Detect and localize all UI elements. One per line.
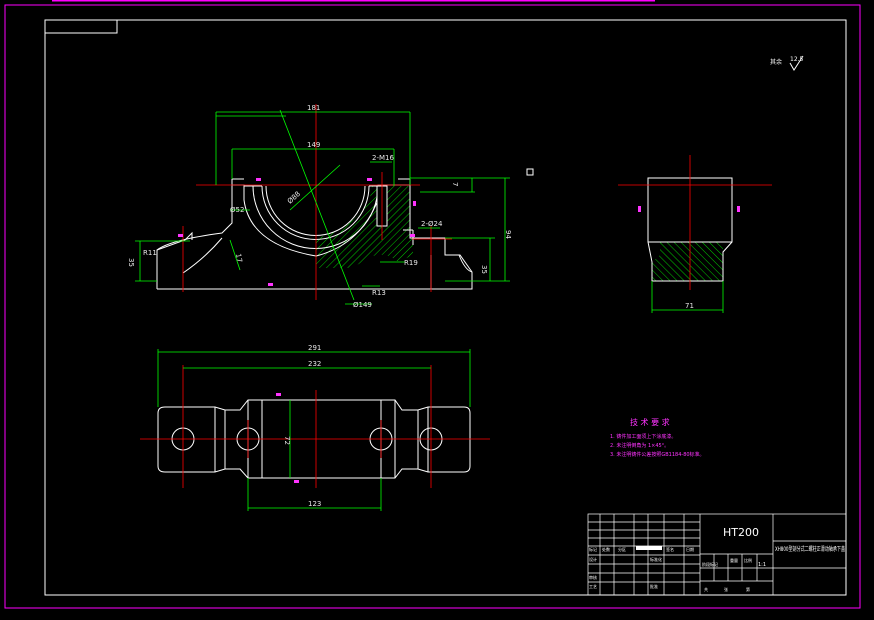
dim-top-overall: 291 <box>308 344 321 352</box>
material-label: HT200 <box>723 526 759 539</box>
dim-thread-side: 2-Ø24 <box>421 220 443 228</box>
roughness-symbol-icon <box>789 55 804 71</box>
roughness-label: 其余 <box>770 58 782 66</box>
notes-title: 技 术 要 求 <box>630 417 670 427</box>
dim-top-center: 72 <box>283 436 291 445</box>
tb-shenhe: 审核 <box>589 574 597 580</box>
dim-top-holes: 232 <box>308 360 321 368</box>
tb-pizhun: 批准 <box>650 583 658 589</box>
tb-di: 第 <box>746 586 750 592</box>
sheet-frame <box>4 0 861 609</box>
dim-total-height: 94 <box>504 230 512 239</box>
tb-qianming: 签名 <box>666 546 674 552</box>
title-block <box>587 513 847 596</box>
tb-gong: 共 <box>704 586 708 592</box>
roughness-value: 12.5 <box>790 56 804 63</box>
note-2: 2. 未注明倒角为 1×45°。 <box>610 442 669 449</box>
drawing-name: XH800型剖分式二螺柱正滑动轴承下盖 <box>775 545 845 553</box>
dim-top-body: 123 <box>308 500 321 508</box>
tb-zhang: 张 <box>724 586 728 592</box>
roughness-note: 其余 12.5 <box>770 55 804 71</box>
tb-gongyi: 工艺 <box>589 584 597 589</box>
dim-right-small: 7 <box>451 182 459 186</box>
dim-inner-width: 149 <box>307 141 320 149</box>
tb-biaozhunhua: 标准化 <box>650 556 662 562</box>
dim-overall-width: 181 <box>307 104 320 112</box>
dim-right-foot: 35 <box>480 265 488 274</box>
dim-left-radius: R11 <box>143 249 157 257</box>
side-view: 71 <box>618 155 772 313</box>
dim-thread-top: 2-M16 <box>372 154 394 162</box>
dim-bore-outer: Ø149 <box>353 301 372 309</box>
tb-chushu: 处数 <box>602 546 610 552</box>
roughness-marks-front <box>178 178 416 286</box>
dim-left-foot: 35 <box>127 258 135 267</box>
title-block-text: HT200 XH800型剖分式二螺柱正滑动轴承下盖 1:1 标记 处数 分区 签… <box>589 526 845 592</box>
tb-riqi: 日期 <box>686 546 694 552</box>
tb-biaoji: 标记 <box>589 546 597 552</box>
tb-fenqu: 分区 <box>618 546 626 552</box>
dim-fillet: R19 <box>404 259 418 267</box>
dim-side-width: 71 <box>685 302 694 310</box>
dim-fillet2: R13 <box>372 289 386 297</box>
top-view: 291 232 72 123 <box>140 344 490 511</box>
note-1: 1. 铸件加工面须上下涂底漆。 <box>610 433 676 440</box>
tb-zhongliang: 重量 <box>730 557 738 563</box>
note-3: 3. 未注明铸件公差按照GB1184-80标准。 <box>610 451 705 458</box>
front-view: 181 149 2-M16 2-Ø24 94 35 35 R11 17 7 Ø5… <box>127 104 512 309</box>
tb-jieduan: 阶段标记 <box>702 561 718 567</box>
tb-sheji: 设计 <box>589 556 597 562</box>
dim-bore-inner: Ø52 <box>230 206 244 214</box>
scale-value: 1:1 <box>758 562 766 568</box>
dim-slope: 17 <box>234 253 243 263</box>
tb-bili: 比例 <box>744 557 752 563</box>
technical-notes: 技 术 要 求 1. 铸件加工面须上下涂底漆。 2. 未注明倒角为 1×45°。… <box>610 417 705 458</box>
